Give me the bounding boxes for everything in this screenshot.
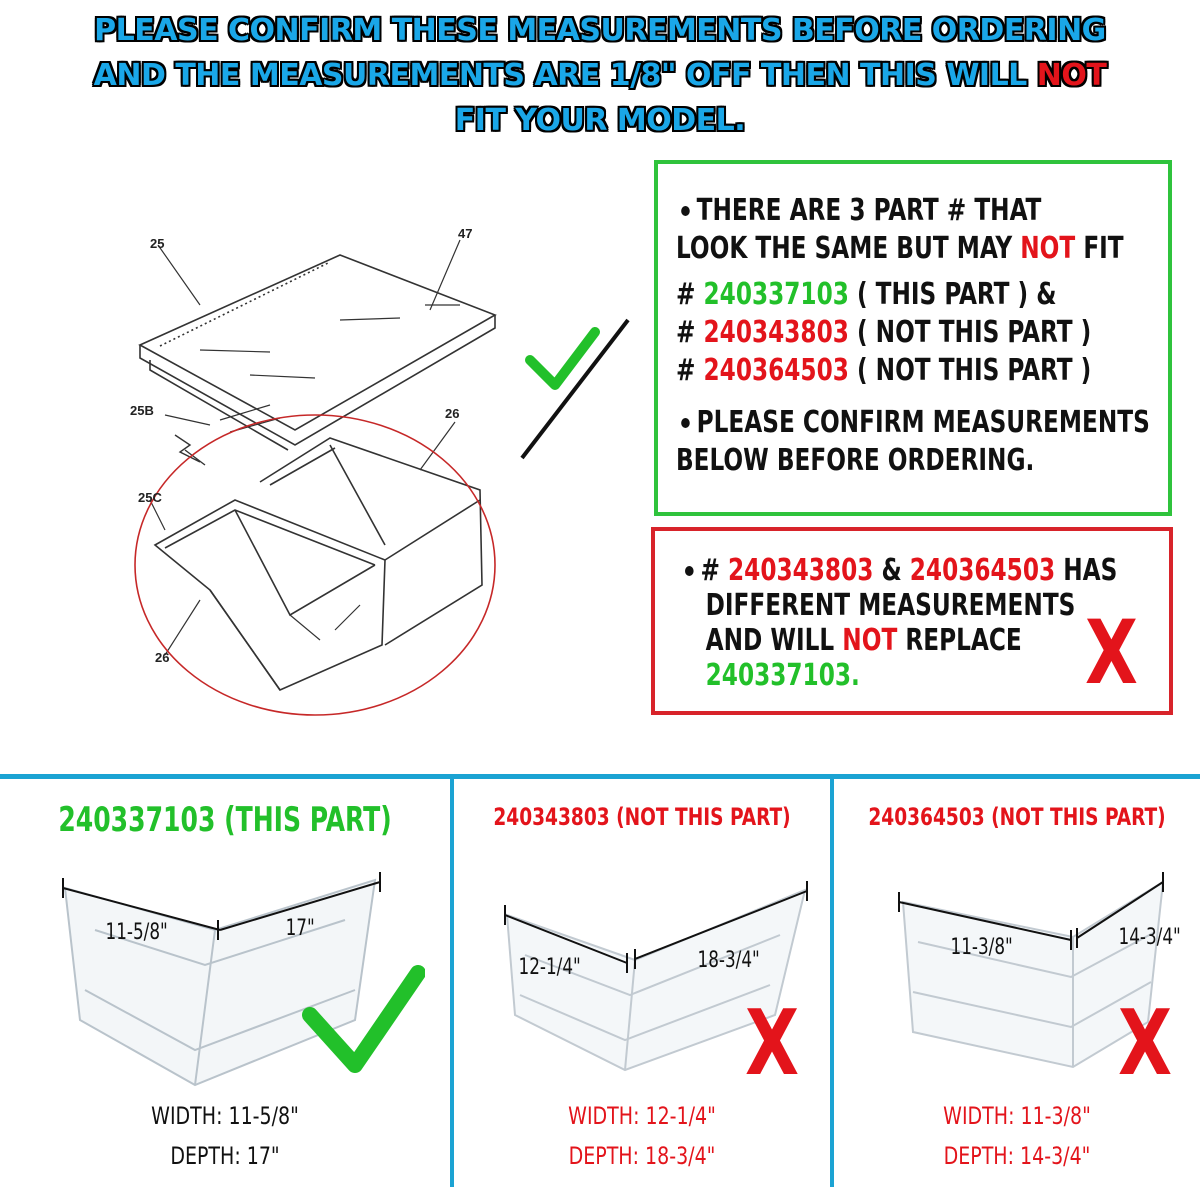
parts-diagram: 25 47 25B 26 25C 26 [130, 226, 497, 716]
column-title-not-part-2: 240364503 (NOT THIS PART) [868, 803, 1166, 831]
banner-not-emphasis: NOT [1036, 58, 1107, 93]
warning-line-3-end: REPLACE [897, 623, 1022, 658]
x-mark-icon: X [1118, 991, 1173, 1096]
part-line-not-1: # 240343803 ( NOT THIS PART ) [676, 314, 1150, 352]
measure-depth-not-part-1: DEPTH: 18-3/4" [568, 1142, 716, 1170]
notice-line-1-text: THERE ARE 3 PART # THAT [696, 193, 1042, 228]
warning-has: HAS [1063, 553, 1118, 588]
diagram-label-26-top: 26 [445, 406, 459, 421]
hash-symbol: # [676, 277, 696, 312]
measure-width-this-part: WIDTH: 11-5/8" [151, 1102, 299, 1130]
warning-part-a: 240343803 [728, 553, 874, 588]
measure-depth-not-part-2: DEPTH: 14-3/4" [943, 1142, 1091, 1170]
bullet-icon [681, 206, 690, 216]
x-mark-icon: X [1085, 601, 1138, 704]
part-number-notice: THERE ARE 3 PART # THAT LOOK THE SAME BU… [654, 160, 1172, 516]
part-note-not-1: ( NOT THIS PART ) [856, 315, 1092, 350]
warning-not-emphasis: NOT [842, 623, 898, 658]
diagram-label-47: 47 [458, 226, 472, 241]
hash-symbol: # [676, 315, 696, 350]
banner-line-1: PLEASE CONFIRM THESE MEASUREMENTS BEFORE… [94, 13, 1106, 48]
banner-line-2: AND THE MEASUREMENTS ARE 1/8" OFF THEN T… [0, 53, 1200, 98]
replacement-warning: # 240343803 & 240364503 HAS DIFFERENT ME… [651, 527, 1173, 715]
confirm-line-1: PLEASE CONFIRM MEASUREMENTS [676, 404, 1150, 442]
banner-line-3: FIT YOUR MODEL. [454, 103, 746, 138]
part-number-not-2: 240364503 [703, 353, 849, 388]
warning-line-3: AND WILL NOT REPLACE [685, 623, 1117, 658]
measure-width-not-part-1: WIDTH: 12-1/4" [568, 1102, 716, 1130]
part-line-this: # 240337103 ( THIS PART ) & [676, 276, 1150, 314]
section-divider [0, 774, 1200, 779]
part-number-not-1: 240343803 [703, 315, 849, 350]
crisper-drawer-not-part-2 [898, 872, 1165, 1069]
crisper-drawer-not-part-1 [504, 881, 808, 1072]
diagram-check-icon [520, 318, 630, 460]
confirm-line-2: BELOW BEFORE ORDERING. [676, 443, 1035, 478]
hash-symbol: # [700, 553, 720, 588]
dimension-width-not-part-2: 11-3/8" [950, 935, 1013, 960]
dimension-width-not-part-1: 12-1/4" [518, 955, 581, 980]
part-note-not-2: ( NOT THIS PART ) [856, 353, 1092, 388]
confirm-line-1-text: PLEASE CONFIRM MEASUREMENTS [696, 405, 1150, 440]
ampersand: & [881, 553, 902, 588]
warning-part-b: 240364503 [909, 553, 1056, 588]
measure-depth-this-part: DEPTH: 17" [170, 1142, 280, 1170]
dimension-depth-not-part-2: 14-3/4" [1118, 925, 1181, 950]
check-mark-icon [302, 965, 425, 1073]
column-divider-2 [830, 774, 834, 1187]
part-number-this: 240337103 [703, 277, 849, 312]
dimension-depth-not-part-1: 18-3/4" [697, 948, 760, 973]
banner-line-2-text: AND THE MEASUREMENTS ARE 1/8" OFF THEN T… [93, 58, 1037, 93]
notice-line-2-text: LOOK THE SAME BUT MAY [676, 231, 1021, 266]
warning-text: # 240343803 & 240364503 HAS DIFFERENT ME… [685, 553, 1117, 693]
right-drawer-drawing [259, 437, 483, 646]
part-line-not-2: # 240364503 ( NOT THIS PART ) [676, 352, 1150, 390]
notice-line-2: LOOK THE SAME BUT MAY NOT FIT [676, 230, 1150, 268]
dimension-depth-this-part: 17" [285, 916, 315, 941]
warning-banner: PLEASE CONFIRM THESE MEASUREMENTS BEFORE… [0, 8, 1200, 143]
x-mark-icon: X [745, 991, 800, 1096]
column-title-not-part-1: 240343803 (NOT THIS PART) [493, 803, 791, 831]
diagram-label-25b: 25B [130, 403, 154, 418]
warning-line-3-text: AND WILL [705, 623, 843, 658]
notice-line-1: THERE ARE 3 PART # THAT [676, 192, 1150, 230]
dimension-width-this-part: 11-5/8" [105, 920, 168, 945]
notice-text: THERE ARE 3 PART # THAT LOOK THE SAME BU… [676, 192, 1150, 480]
hash-symbol: # [676, 353, 696, 388]
notice-not-emphasis: NOT [1020, 231, 1076, 266]
warning-line-2: DIFFERENT MEASUREMENTS [705, 588, 1076, 623]
bullet-icon [681, 418, 690, 428]
warning-line-1: # 240343803 & 240364503 HAS [685, 553, 1117, 588]
warning-line-4: 240337103. [705, 658, 860, 693]
diagram-label-26-bottom: 26 [155, 650, 169, 665]
part-note-this: ( THIS PART ) & [856, 277, 1057, 312]
notice-line-2-end: FIT [1075, 231, 1124, 266]
crisper-drawer-this-part [62, 872, 381, 1087]
column-title-this-part: 240337103 (THIS PART) [58, 800, 392, 840]
measure-width-not-part-2: WIDTH: 11-3/8" [943, 1102, 1091, 1130]
diagram-label-25: 25 [150, 236, 164, 251]
diagram-label-25c: 25C [138, 490, 162, 505]
left-drawer-drawing [153, 499, 386, 691]
column-divider-1 [450, 774, 454, 1187]
bullet-icon [685, 566, 694, 576]
